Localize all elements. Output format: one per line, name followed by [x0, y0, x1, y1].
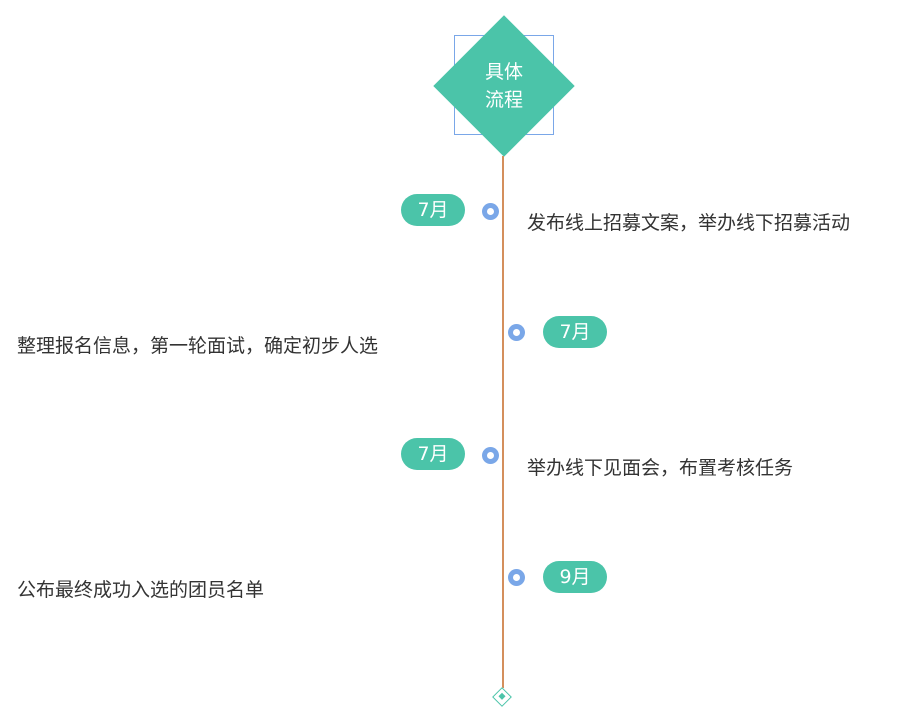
event-3-month-pill[interactable]: 7月 [401, 438, 465, 470]
root-label-line-1: 具体 [484, 61, 523, 83]
event-4-text[interactable]: 公布最终成功入选的团员名单 [17, 579, 265, 601]
event-4-month-pill[interactable]: 9月 [543, 561, 607, 593]
timeline-axis [502, 156, 504, 688]
event-1-month-pill[interactable]: 7月 [401, 194, 465, 226]
event-2-dot-icon [508, 324, 525, 341]
timeline-end-diamond-icon [492, 687, 512, 707]
root-label-line-2: 流程 [484, 89, 523, 111]
event-1-dot-icon [482, 203, 499, 220]
event-3-text[interactable]: 举办线下见面会，布置考核任务 [527, 457, 794, 479]
event-2-month-pill[interactable]: 7月 [543, 316, 607, 348]
event-3-dot-icon [482, 447, 499, 464]
root-node-label: 具体 流程 [454, 36, 554, 136]
event-1-text[interactable]: 发布线上招募文案，举办线下招募活动 [527, 212, 851, 234]
event-2-text[interactable]: 整理报名信息，第一轮面试，确定初步人选 [17, 335, 379, 357]
event-4-dot-icon [508, 569, 525, 586]
